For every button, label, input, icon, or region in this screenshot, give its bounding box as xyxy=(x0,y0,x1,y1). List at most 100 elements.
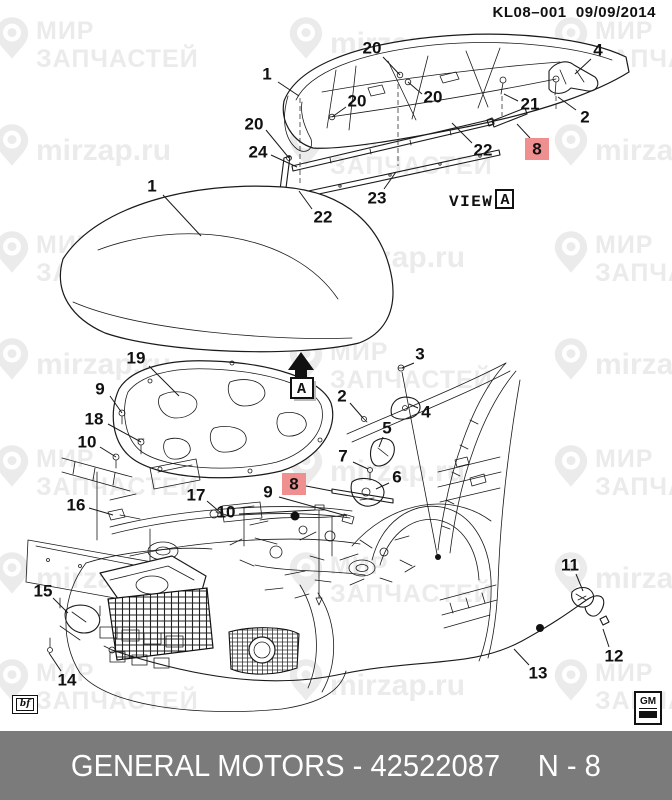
callout-leader-line xyxy=(349,402,364,419)
watermark-url: mirzap.ru xyxy=(0,122,171,168)
callout-leader-line xyxy=(352,461,369,470)
map-pin-icon xyxy=(0,17,29,59)
callout-number: 17 xyxy=(187,486,206,505)
callout-leader-line xyxy=(407,81,423,95)
map-pin-icon xyxy=(0,445,29,487)
callout-1[interactable]: 1 xyxy=(147,177,202,237)
watermark-url-text: mirzap.ru xyxy=(36,134,172,167)
callout-leader-line xyxy=(574,58,592,75)
callout-leader-line xyxy=(602,628,610,648)
bf-mark-text: bf xyxy=(15,698,35,711)
callout-leader-line xyxy=(383,171,397,190)
callout-number: 2 xyxy=(337,387,346,406)
callout-number: 13 xyxy=(529,664,548,683)
callout-14[interactable]: 14 xyxy=(48,652,77,690)
callout-number: 20 xyxy=(348,92,367,111)
watermark-url: mirzap.ru xyxy=(288,443,465,489)
callout-4[interactable]: 4 xyxy=(408,403,431,422)
hood-outer-panel xyxy=(59,185,394,353)
callout-12[interactable]: 12 xyxy=(602,628,623,666)
callout-17[interactable]: 17 xyxy=(187,486,222,514)
callout-4[interactable]: 4 xyxy=(574,41,603,75)
map-pin-icon xyxy=(0,231,29,273)
callout-leader-line xyxy=(48,652,62,672)
callout-leader-line xyxy=(298,190,313,210)
callout-10[interactable]: 10 xyxy=(78,433,117,458)
callout-8-highlighted[interactable]: 8 xyxy=(516,123,549,160)
map-pin-icon xyxy=(554,445,588,487)
callout-leader-line xyxy=(557,96,577,111)
map-pin-icon xyxy=(554,124,588,166)
map-pin-icon xyxy=(554,552,588,594)
callout-number: 20 xyxy=(424,88,443,107)
callout-number: 1 xyxy=(147,177,156,196)
callout-20[interactable]: 20 xyxy=(331,92,367,118)
callout-20[interactable]: 20 xyxy=(363,39,401,76)
catalog-date: 09/09/2014 xyxy=(575,4,656,21)
callout-19[interactable]: 19 xyxy=(127,349,180,397)
callout-9[interactable]: 9 xyxy=(263,483,348,517)
watermark-url-text: mirzap.ru xyxy=(330,455,466,488)
hood-inner-panel-view xyxy=(282,33,630,161)
view-a-label: VIEW A xyxy=(449,189,514,211)
callout-leader-line xyxy=(238,509,316,515)
callout-24[interactable]: 24 xyxy=(249,143,298,168)
section-arrow-marker: A xyxy=(288,352,316,401)
callout-highlight-box xyxy=(525,138,549,160)
callout-6[interactable]: 6 xyxy=(375,468,402,490)
map-pin-icon xyxy=(554,659,588,701)
callout-number: 4 xyxy=(421,403,431,422)
callout-5[interactable]: 5 xyxy=(378,419,392,448)
callout-7[interactable]: 7 xyxy=(338,447,369,470)
callout-leader-line xyxy=(88,507,114,516)
callout-13[interactable]: 13 xyxy=(513,648,548,683)
callout-number: 24 xyxy=(249,143,268,162)
callout-21[interactable]: 21 xyxy=(503,93,539,114)
callout-leader-line xyxy=(503,93,519,102)
callout-20[interactable]: 20 xyxy=(407,81,443,107)
callout-number: 15 xyxy=(34,582,53,601)
gm-logo: GM xyxy=(634,691,662,725)
callout-2[interactable]: 2 xyxy=(337,387,364,419)
callout-leader-line xyxy=(162,194,202,237)
footer-bar: GENERAL MOTORS - 42522087 N - 8 xyxy=(0,731,672,800)
callout-20[interactable]: 20 xyxy=(245,115,290,159)
callout-number: 4 xyxy=(593,41,603,60)
projection-lines-upper xyxy=(299,84,557,186)
watermark-url: mirzap.ru xyxy=(553,122,672,168)
callout-23[interactable]: 23 xyxy=(368,171,397,208)
callout-leader-line xyxy=(401,362,415,369)
callout-16[interactable]: 16 xyxy=(67,496,114,516)
hood-insulator-pad xyxy=(112,360,334,479)
hood-bolts-upper xyxy=(499,75,560,96)
watermark-url-text: mirzap.ru xyxy=(595,348,672,381)
callout-2[interactable]: 2 xyxy=(557,96,590,127)
callout-leader-line xyxy=(109,395,123,414)
callout-leader-line xyxy=(277,81,300,97)
doc-code: KL08–001 09/09/2014 xyxy=(493,4,656,21)
callout-10[interactable]: 10 xyxy=(217,503,316,522)
callout-number: 10 xyxy=(217,503,236,522)
callout-1[interactable]: 1 xyxy=(262,65,300,97)
callout-leader-line xyxy=(375,482,390,490)
callout-9[interactable]: 9 xyxy=(95,380,123,414)
callout-leader-line xyxy=(99,446,117,458)
callout-leader-line xyxy=(148,365,180,397)
callout-leader-line xyxy=(265,129,290,159)
callout-number: 18 xyxy=(85,410,104,429)
callout-leader-line xyxy=(278,496,348,517)
callout-number: 6 xyxy=(392,468,401,487)
callout-18[interactable]: 18 xyxy=(85,410,142,443)
gm-logo-text: GM xyxy=(638,696,658,709)
catalog-code: KL08–001 xyxy=(492,4,567,21)
callout-22[interactable]: 22 xyxy=(298,190,332,227)
callout-22[interactable]: 22 xyxy=(451,122,492,160)
callout-15[interactable]: 15 xyxy=(34,582,69,614)
callout-8-highlighted[interactable]: 8 xyxy=(282,473,333,495)
callout-11[interactable]: 11 xyxy=(561,556,584,592)
callout-3[interactable]: 3 xyxy=(401,345,425,369)
fasteners-lower xyxy=(107,409,394,606)
map-pin-icon xyxy=(0,552,29,594)
